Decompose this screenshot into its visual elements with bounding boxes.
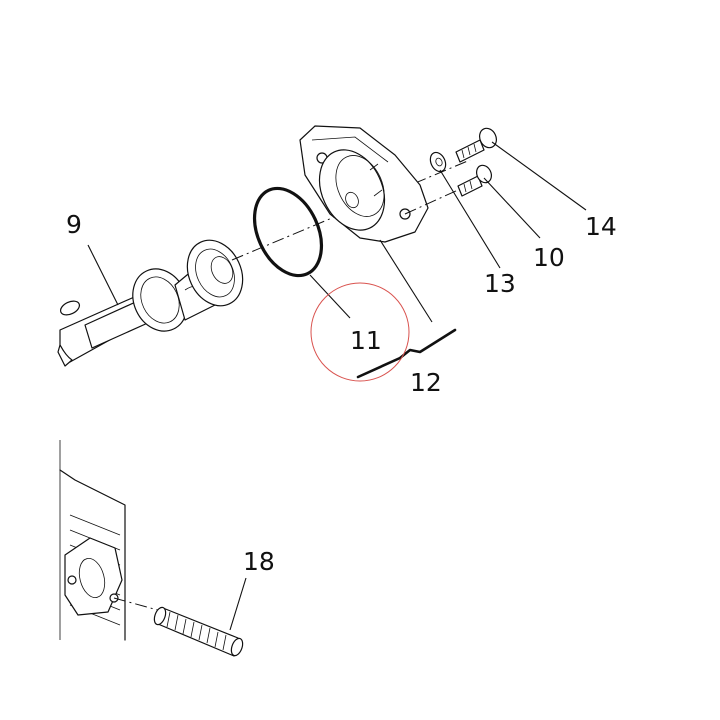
- part-14-bolt[interactable]: [455, 126, 499, 163]
- leader-11: [309, 274, 351, 319]
- callout-9: 9: [66, 210, 82, 239]
- part-12-cover-plate[interactable]: [299, 125, 429, 243]
- leader-12: [379, 239, 433, 323]
- callout-12: 12: [410, 368, 442, 397]
- leader-18: [229, 577, 247, 631]
- leader-lines: [87, 141, 587, 631]
- callout-13: 13: [484, 269, 516, 298]
- leader-13: [439, 169, 501, 269]
- stud-axis-line: [113, 597, 166, 613]
- callout-10: 10: [533, 243, 565, 272]
- leader-10: [483, 177, 541, 239]
- bolt-axis-line: [404, 189, 459, 215]
- part-18-stud[interactable]: [152, 606, 245, 657]
- assembly-axis-line: [231, 159, 471, 261]
- callout-11: 11: [350, 326, 382, 355]
- part-11-o-ring[interactable]: [241, 178, 334, 287]
- part-13-washer[interactable]: [427, 150, 448, 174]
- engine-block-section: [59, 440, 126, 641]
- brace-12: [356, 328, 457, 379]
- leader-14: [491, 141, 587, 211]
- part-10-bolt[interactable]: [457, 163, 494, 197]
- highlight-circle-11: [310, 282, 410, 382]
- callout-18: 18: [243, 547, 275, 576]
- part-9-camshaft[interactable]: [57, 231, 253, 367]
- leader-9: [87, 244, 119, 306]
- callout-14: 14: [585, 212, 617, 241]
